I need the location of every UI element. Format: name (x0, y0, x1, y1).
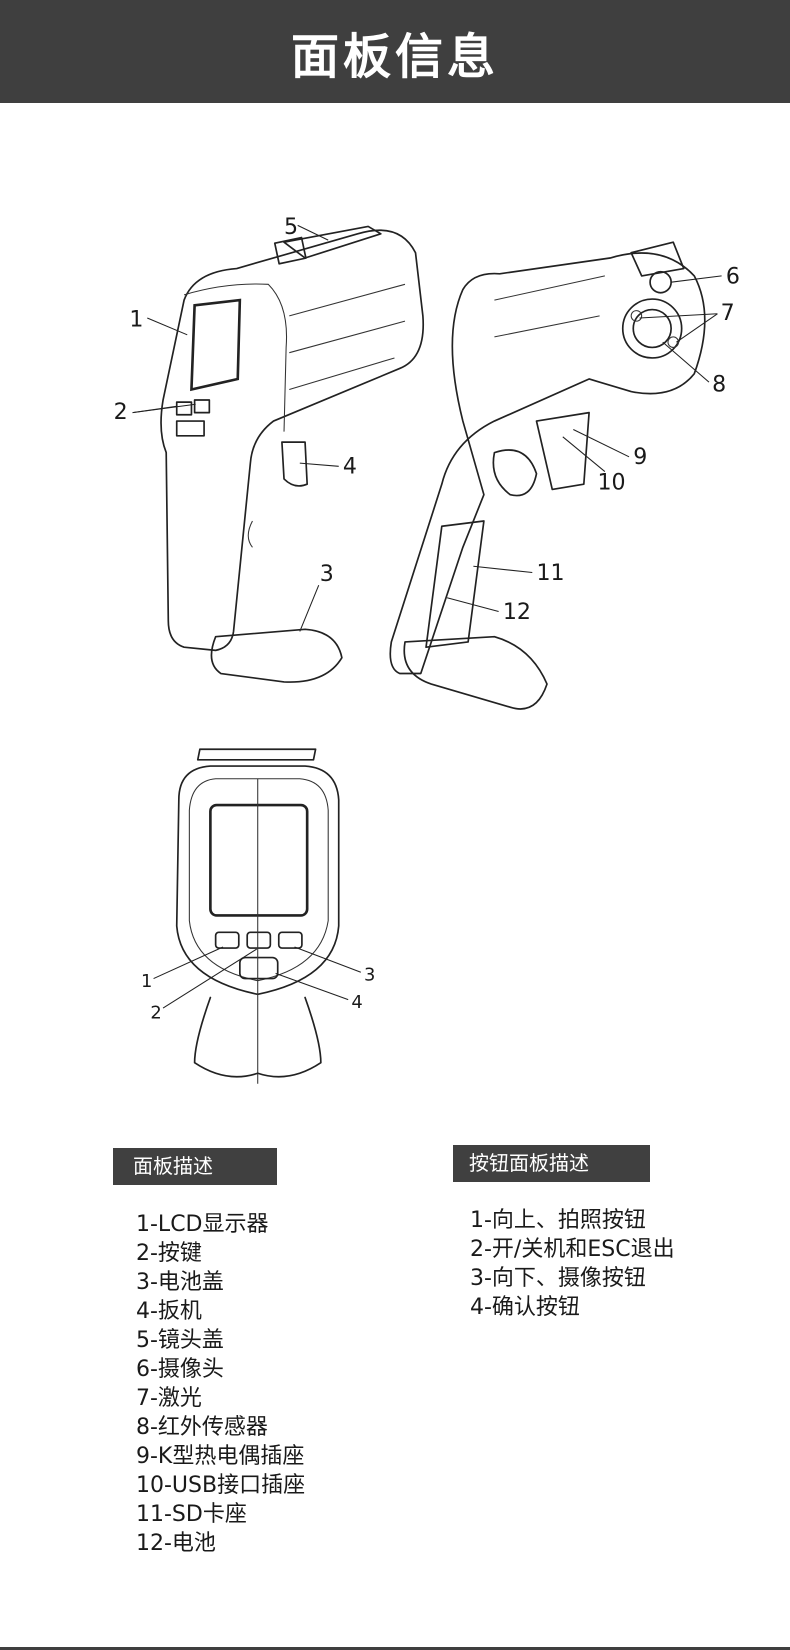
side-view-device-drawing (160, 225, 425, 683)
callout-7: 7 (721, 300, 735, 326)
list-item: 6-摄像头 (136, 1357, 224, 1382)
front-view-callouts: 1 2 3 4 (141, 946, 375, 1024)
front-callout-3: 3 (364, 965, 375, 986)
list-item: 8-红外传感器 (136, 1415, 268, 1440)
list-item: 2-开/关机和ESC退出 (470, 1237, 675, 1262)
callout-2: 2 (114, 399, 128, 425)
callout-4: 4 (343, 454, 357, 480)
rear-view-device-drawing (389, 241, 706, 710)
list-item: 2-按键 (136, 1241, 202, 1266)
side-view-callouts: 5 1 2 4 3 (114, 214, 357, 632)
page-header: 面板信息 (0, 0, 790, 103)
callout-1: 1 (129, 306, 143, 332)
callout-6: 6 (726, 263, 740, 289)
list-item: 1-向上、拍照按钮 (470, 1208, 646, 1233)
list-item: 11-SD卡座 (136, 1502, 247, 1527)
list-item: 10-USB接口插座 (136, 1473, 306, 1498)
list-item: 7-激光 (136, 1386, 202, 1411)
callout-5: 5 (284, 214, 298, 240)
callout-3: 3 (320, 561, 334, 587)
callout-12: 12 (503, 599, 531, 625)
list-item: 4-确认按钮 (470, 1295, 580, 1320)
page-title: 面板信息 (290, 28, 499, 85)
rear-view-callouts: 6 7 8 9 10 11 12 (446, 263, 740, 625)
list-item: 5-镜头盖 (136, 1328, 224, 1353)
list-item: 3-向下、摄像按钮 (470, 1266, 646, 1291)
callout-10: 10 (597, 469, 625, 495)
bottom-divider (0, 1647, 790, 1650)
callout-9: 9 (633, 444, 647, 470)
callout-11: 11 (536, 560, 564, 586)
list-item: 9-K型热电偶插座 (136, 1444, 305, 1469)
panel-description-title: 面板描述 (113, 1148, 277, 1185)
list-item: 12-电池 (136, 1531, 216, 1556)
button-panel-description-list: 1-向上、拍照按钮 2-开/关机和ESC退出 3-向下、摄像按钮 4-确认按钮 (470, 1206, 675, 1322)
list-item: 3-电池盖 (136, 1270, 224, 1295)
panel-description-list: 1-LCD显示器 2-按键 3-电池盖 4-扳机 5-镜头盖 6-摄像头 7-激… (136, 1210, 305, 1558)
list-item: 1-LCD显示器 (136, 1212, 269, 1237)
callout-8: 8 (712, 372, 726, 398)
front-view-device-drawing (175, 748, 340, 1084)
list-item: 4-扳机 (136, 1299, 202, 1324)
front-callout-4: 4 (351, 992, 362, 1013)
button-panel-description-title: 按钮面板描述 (453, 1145, 650, 1182)
front-callout-2: 2 (150, 1003, 161, 1024)
front-callout-1: 1 (141, 971, 152, 992)
